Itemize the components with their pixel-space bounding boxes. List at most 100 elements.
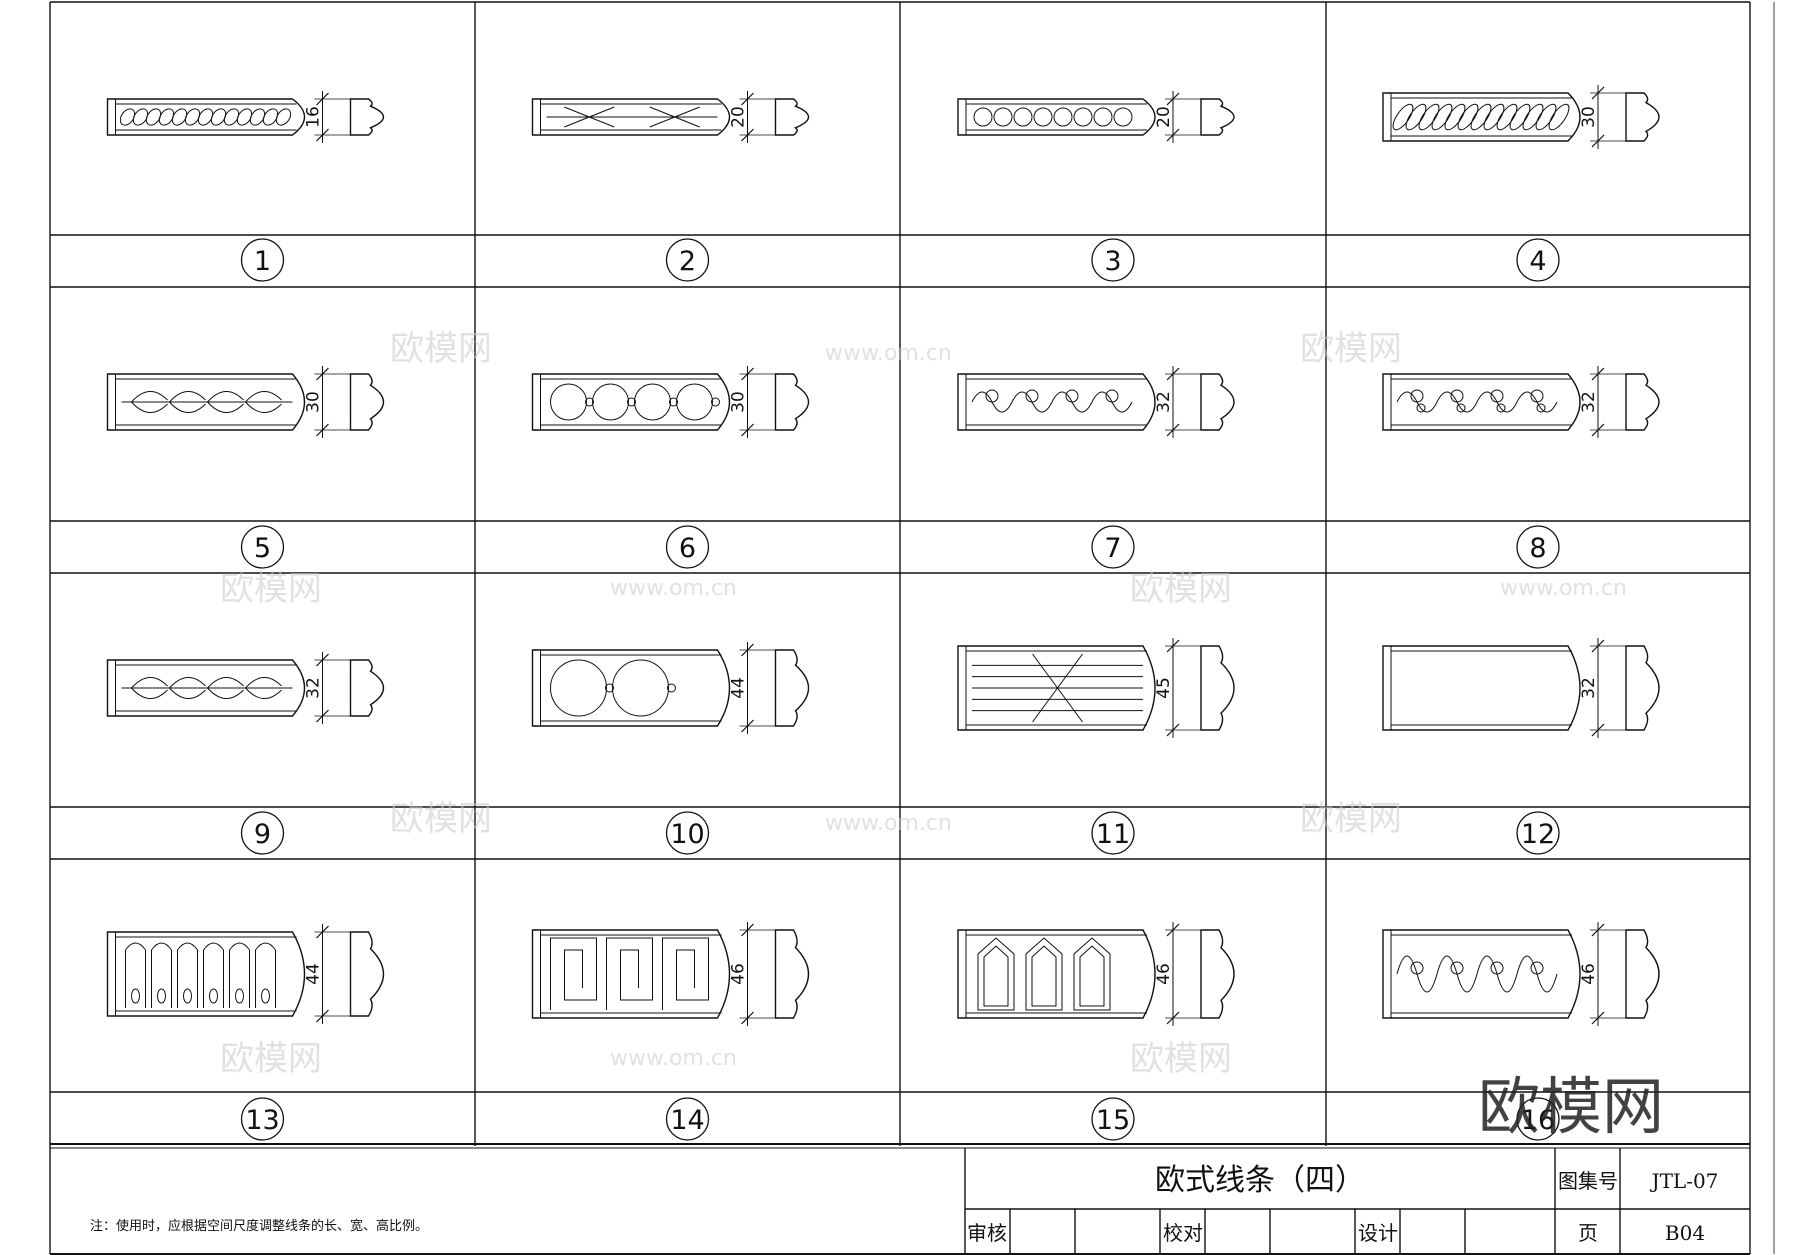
cell-number-circle bbox=[665, 238, 710, 282]
cell-number-circle bbox=[240, 1097, 285, 1141]
molding-cell: 20 2 bbox=[531, 91, 810, 282]
section-profile bbox=[1200, 645, 1235, 731]
brand-watermark-faint: 欧模网 bbox=[1300, 799, 1402, 839]
ornament-pattern bbox=[971, 389, 1133, 413]
molding-outline bbox=[531, 373, 731, 431]
cell-number: 8 bbox=[1529, 533, 1546, 564]
design-label: 设计 bbox=[1358, 1221, 1398, 1245]
molding-cell: 305 bbox=[106, 366, 385, 569]
molding-outline bbox=[957, 645, 1156, 731]
molding-cell: 161 bbox=[106, 91, 385, 282]
cell-number: 6 bbox=[679, 533, 696, 564]
cell-number: 3 bbox=[1104, 246, 1121, 277]
ornament-pattern bbox=[550, 937, 709, 1010]
dimension-value: 30 bbox=[1579, 106, 1599, 128]
ornament-pattern bbox=[1392, 103, 1570, 131]
check-label: 校对 bbox=[1163, 1221, 1203, 1245]
section-profile bbox=[349, 659, 385, 717]
brand-watermark-faint: 欧模网 bbox=[1130, 569, 1232, 609]
molding-outline bbox=[1382, 92, 1581, 142]
ornament-pattern bbox=[119, 108, 292, 126]
section-profile bbox=[349, 98, 385, 136]
molding-cell: 30 6 bbox=[531, 366, 810, 569]
cell-number: 2 bbox=[679, 246, 696, 277]
atlas-label: 图集号 bbox=[1558, 1169, 1618, 1193]
dimension-value: 20 bbox=[729, 106, 749, 128]
molding-cell: 304 bbox=[1382, 85, 1660, 282]
molding-outline bbox=[106, 659, 306, 717]
section-profile bbox=[1200, 373, 1235, 431]
dimension-value: 20 bbox=[1154, 106, 1174, 128]
brand-watermark-faint: 欧模网 bbox=[1300, 329, 1402, 369]
cell-number-circle bbox=[1516, 811, 1560, 855]
dimension-value: 46 bbox=[729, 963, 749, 985]
cell-number-circle bbox=[665, 525, 710, 569]
cell-number-circle bbox=[1516, 1097, 1560, 1141]
review-label: 审核 bbox=[967, 1221, 1007, 1245]
molding-cell: 46 15 bbox=[957, 922, 1235, 1141]
cell-number: 14 bbox=[670, 1105, 704, 1136]
section-profile bbox=[1625, 645, 1660, 731]
cell-number: 16 bbox=[1521, 1105, 1555, 1136]
cell-number-circle bbox=[1516, 525, 1560, 569]
url-watermark-faint: www.om.cn bbox=[610, 1046, 737, 1071]
section-profile bbox=[774, 98, 810, 136]
molding-cell: 32 7 bbox=[957, 366, 1235, 569]
cell-number-circle bbox=[1091, 811, 1135, 855]
dimension-value: 45 bbox=[1154, 677, 1174, 699]
cell-number-circle bbox=[665, 811, 710, 855]
brand-watermark-faint: 欧模网 bbox=[220, 569, 322, 609]
molding-outline bbox=[106, 98, 306, 136]
ornament-pattern bbox=[125, 942, 276, 1008]
cell-number: 10 bbox=[670, 819, 704, 850]
section-profile bbox=[349, 373, 385, 431]
url-watermark-faint: www.om.cn bbox=[825, 811, 952, 836]
molding-outline bbox=[531, 649, 731, 727]
dimension-value: 30 bbox=[729, 391, 749, 413]
dimension-value: 32 bbox=[304, 677, 324, 699]
url-watermark-faint: www.om.cn bbox=[825, 341, 952, 366]
brand-watermark-faint: 欧模网 bbox=[220, 1039, 322, 1079]
cell-number: 15 bbox=[1096, 1105, 1130, 1136]
section-profile bbox=[349, 931, 385, 1017]
ornament-pattern bbox=[977, 937, 1111, 1011]
dimension-value: 30 bbox=[304, 391, 324, 413]
cell-number-circle bbox=[1091, 1097, 1135, 1141]
section-profile bbox=[774, 929, 810, 1019]
molding-outline bbox=[531, 98, 731, 136]
section-profile bbox=[774, 373, 810, 431]
dimension-value: 32 bbox=[1579, 677, 1599, 699]
cell-number-circle bbox=[1091, 525, 1135, 569]
section-profile bbox=[1625, 929, 1660, 1019]
ornament-pattern bbox=[121, 391, 293, 413]
ornament-pattern bbox=[121, 677, 293, 699]
page-value: B04 bbox=[1665, 1221, 1705, 1245]
url-watermark-faint: www.om.cn bbox=[610, 576, 737, 601]
molding-outline bbox=[531, 929, 731, 1019]
cell-number-circle bbox=[1091, 238, 1135, 282]
cell-number-circle bbox=[240, 238, 285, 282]
cell-number: 7 bbox=[1104, 533, 1121, 564]
molding-outline bbox=[1382, 373, 1581, 431]
cell-number-circle bbox=[240, 525, 285, 569]
dimension-value: 32 bbox=[1154, 391, 1174, 413]
ornament-pattern bbox=[550, 383, 720, 421]
ornament-pattern bbox=[972, 653, 1143, 723]
cell-number-circle bbox=[240, 811, 285, 855]
brand-watermark: 欧模网 bbox=[1478, 1070, 1664, 1143]
molding-cell: 20 3 bbox=[957, 91, 1235, 282]
dimension-value: 46 bbox=[1154, 963, 1174, 985]
molding-outline bbox=[106, 931, 306, 1017]
cell-number: 9 bbox=[254, 819, 271, 850]
cell-number-circle bbox=[665, 1097, 710, 1141]
page-label: 页 bbox=[1578, 1221, 1598, 1245]
molding-outline bbox=[957, 98, 1156, 136]
url-watermark-faint: www.om.cn bbox=[1500, 576, 1627, 601]
cell-number: 1 bbox=[254, 246, 271, 277]
molding-cell: 46 14 bbox=[531, 922, 810, 1141]
molding-outline bbox=[1382, 929, 1581, 1019]
